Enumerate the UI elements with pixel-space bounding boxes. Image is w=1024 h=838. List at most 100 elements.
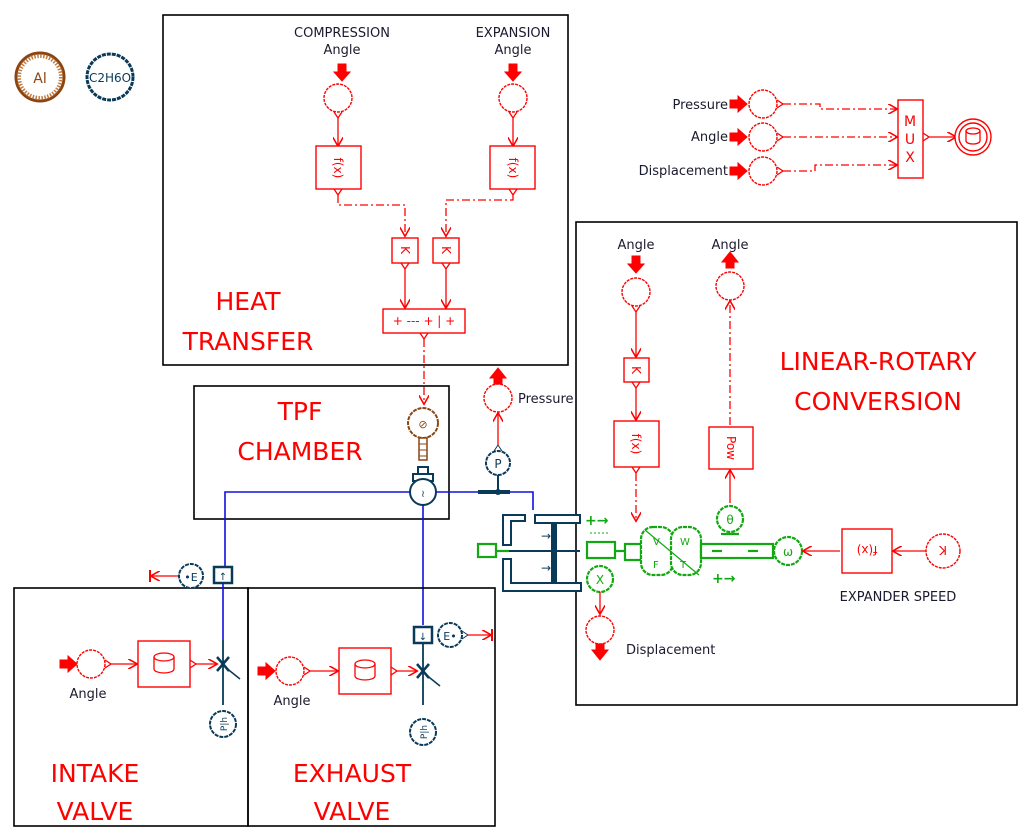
heat-transfer-title-2: TRANSFER [182, 327, 314, 356]
svg-text:f(x): f(x) [331, 158, 345, 179]
svg-text:W: W [680, 537, 690, 548]
fluid-label: C2H6O [89, 71, 131, 85]
svg-text:E•: E• [443, 630, 456, 643]
svg-text:U: U [905, 132, 915, 148]
piston-rod-end[interactable] [476, 542, 498, 559]
mux-block[interactable]: M U X [897, 99, 931, 179]
linear-rotary-title-2: CONVERSION [794, 387, 962, 416]
material-property-icon[interactable]: Al [14, 51, 66, 103]
heat-transfer-title-1: HEAT [215, 287, 281, 316]
intake-valve-title-1: INTAKE [51, 759, 140, 788]
angle-input[interactable] [621, 255, 651, 314]
expansion-function-block[interactable]: f(x) [489, 145, 536, 197]
mux-input-pressure[interactable] [729, 89, 785, 119]
svg-text:≀: ≀ [421, 489, 425, 500]
exhaust-orifice[interactable] [416, 663, 441, 687]
svg-text:→: → [541, 529, 551, 543]
angle-sensor[interactable]: θ [715, 504, 745, 536]
speed-function-block[interactable]: f(x) [841, 528, 893, 574]
expansion-signal-link [446, 195, 514, 235]
exhaust-energy-sensor[interactable]: ↓ E• [412, 622, 469, 648]
svg-text:X: X [596, 573, 604, 587]
svg-text:•E: •E [184, 571, 197, 584]
intake-angle-label: Angle [70, 687, 107, 702]
mux-input-angle[interactable] [729, 122, 785, 152]
svg-text:P|h: P|h [420, 725, 430, 739]
angle-gain-block[interactable]: K [623, 357, 650, 390]
pressure-sensor[interactable]: P [485, 444, 511, 492]
svg-text:→: → [541, 561, 551, 575]
displacement-output-label: Displacement [626, 643, 715, 658]
intake-angle-input[interactable] [59, 649, 113, 679]
mux-input-label-angle: Angle [691, 130, 728, 145]
compression-angle-input[interactable] [323, 63, 353, 120]
exhaust-angle-label: Angle [274, 694, 311, 709]
expansion-gain-block[interactable]: K [432, 237, 460, 271]
svg-text:f(x): f(x) [506, 158, 520, 179]
pressure-output[interactable] [483, 367, 513, 413]
exhaust-lift-table-block[interactable] [338, 647, 399, 695]
compression-signal-link [337, 195, 405, 235]
speed-constant[interactable]: K [925, 533, 961, 569]
data-store-icon[interactable] [954, 118, 992, 156]
exhaust-angle-input[interactable] [257, 656, 312, 686]
svg-text:f(x): f(x) [857, 543, 878, 557]
exhaust-valve-subsystem [247, 587, 496, 827]
mux-input-label-pressure: Pressure [672, 98, 728, 113]
svg-text:ω: ω [783, 545, 793, 559]
rotary-shaft[interactable] [699, 542, 775, 560]
intake-hydraulic-line [224, 491, 410, 570]
mux-cluster: Pressure Angle Displacement M U X [639, 89, 992, 186]
heat-source-icon[interactable]: ⊘ [407, 407, 439, 461]
displacement-sensor[interactable]: X [585, 564, 615, 594]
svg-text:θ: θ [726, 513, 733, 527]
angle-output[interactable] [715, 251, 745, 301]
intake-orifice[interactable] [216, 656, 241, 680]
speed-source[interactable]: ω [772, 535, 804, 567]
material-label: Al [33, 71, 46, 87]
intake-energy-sensor[interactable]: ↑ •E [178, 563, 234, 589]
exhaust-valve-title-2: VALVE [314, 797, 391, 826]
intake-valve-title-2: VALVE [57, 797, 134, 826]
svg-text:K: K [398, 246, 412, 255]
svg-text:F: F [653, 560, 659, 571]
linear-mass[interactable]: +→ [585, 513, 617, 560]
svg-text:K: K [629, 366, 643, 375]
chamber-to-cylinder-line [436, 491, 534, 510]
sum-block[interactable]: + --- + | + [382, 308, 466, 341]
compression-gain-block[interactable]: K [391, 237, 419, 271]
intake-valve-subsystem [13, 587, 249, 827]
crank-mechanism[interactable]: V W F T [639, 525, 703, 577]
crank-function-block[interactable]: f(x) [613, 420, 660, 475]
svg-text:P: P [494, 457, 501, 471]
tpf-chamber-title-1: TPF [277, 397, 323, 426]
linear-rotary-subsystem [575, 221, 1018, 706]
expander-speed-label: EXPANDER SPEED [840, 590, 957, 605]
mux-input-label-displacement: Displacement [639, 164, 728, 179]
intake-pressure-source[interactable]: P|h [209, 710, 237, 738]
shaft-coupling[interactable] [623, 542, 643, 562]
pow-block[interactable]: Pow [708, 426, 754, 470]
expansion-angle-input[interactable] [498, 63, 528, 120]
tpf-chamber-title-2: CHAMBER [237, 437, 362, 466]
svg-text:+ --- + | +: + --- + | + [393, 314, 455, 328]
svg-text:↓: ↓ [419, 632, 427, 643]
chamber-volume-icon[interactable]: ≀ [409, 466, 437, 506]
svg-text:K: K [439, 246, 453, 255]
piston-cylinder[interactable]: → → [502, 514, 582, 592]
fluid-property-icon[interactable]: C2H6O [85, 52, 135, 102]
heat-transfer-subsystem [162, 14, 569, 366]
svg-text:K: K [938, 543, 947, 557]
compression-function-block[interactable]: f(x) [315, 145, 362, 197]
mux-input-displacement[interactable] [729, 156, 785, 186]
svg-text:Pow: Pow [724, 436, 738, 460]
svg-text:T: T [679, 560, 687, 571]
angle-output-label: Angle [712, 238, 749, 253]
svg-text:+→: +→ [712, 571, 736, 587]
intake-lift-table-block[interactable] [137, 640, 198, 688]
displacement-output[interactable] [585, 615, 615, 661]
expansion-angle-label: Angle [495, 43, 532, 58]
exhaust-pressure-source[interactable]: P|h [409, 718, 437, 746]
svg-text:↑: ↑ [219, 572, 227, 583]
